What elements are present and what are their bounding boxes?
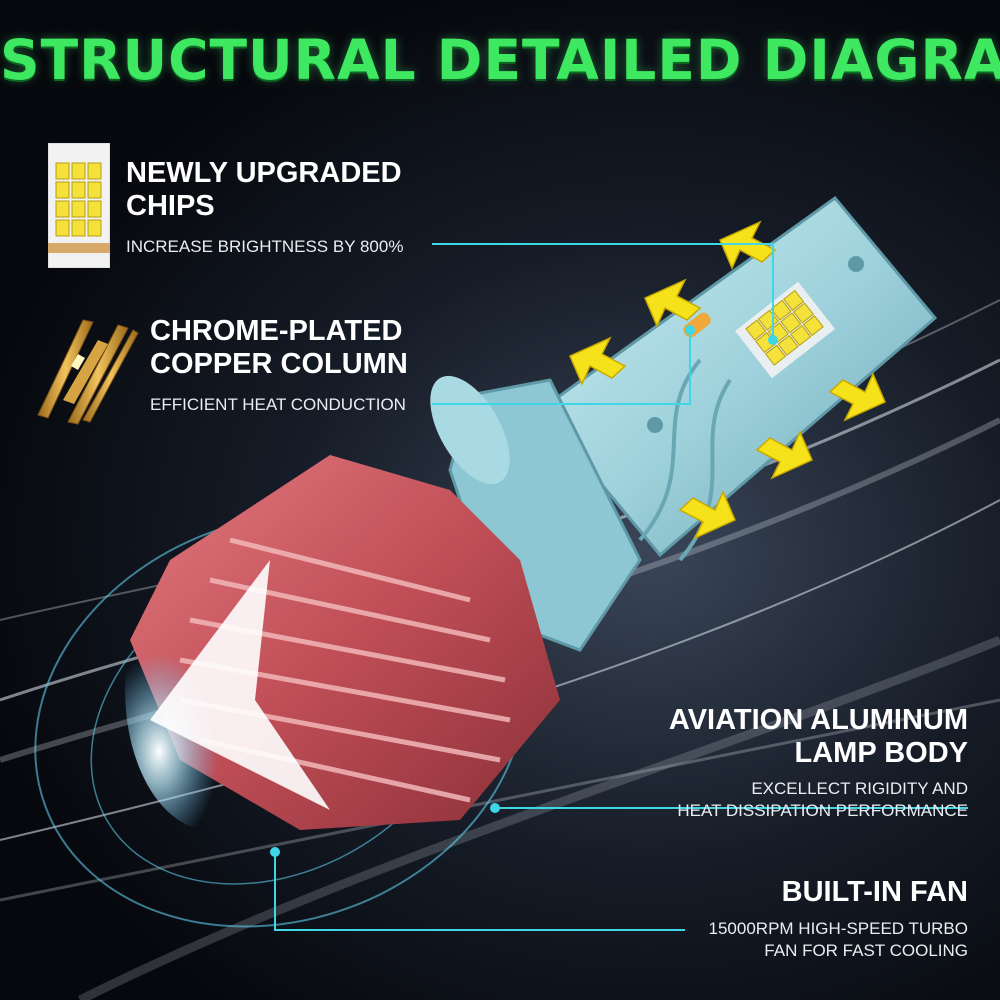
heading-line: NEWLY UPGRADED — [126, 157, 402, 189]
page-title: STRUCTURAL DETAILED DIAGRAM — [0, 28, 1000, 92]
copper-column-icon — [37, 319, 139, 425]
desc-line: EXCELLECT RIGIDITY AND — [751, 779, 968, 798]
feature-body-heading: AVIATION ALUMINUM LAMP BODY — [608, 704, 968, 770]
heading-line: CHIPS — [126, 190, 215, 222]
heading-line: COPPER COLUMN — [150, 348, 408, 380]
feature-body-desc: EXCELLECT RIGIDITY AND HEAT DISSIPATION … — [608, 778, 968, 822]
heading-line: CHROME-PLATED — [150, 315, 403, 347]
feature-copper-desc: EFFICIENT HEAT CONDUCTION — [150, 395, 406, 414]
callout-lines — [274, 243, 968, 931]
red-heatsink — [125, 455, 560, 830]
callout-dots — [270, 325, 778, 857]
led-chip-icon — [48, 143, 110, 268]
desc-line: HEAT DISSIPATION PERFORMANCE — [677, 801, 968, 820]
feature-fan-desc: 15000RPM HIGH-SPEED TURBO FAN FOR FAST C… — [608, 918, 968, 962]
heading-line: AVIATION ALUMINUM — [668, 704, 968, 736]
feature-fan-heading: BUILT-IN FAN — [608, 876, 968, 909]
desc-line: 15000RPM HIGH-SPEED TURBO — [708, 919, 968, 938]
feature-chips-heading: NEWLY UPGRADED CHIPS — [126, 157, 402, 223]
heading-line: BUILT-IN FAN — [781, 876, 968, 908]
feature-chips-desc: INCREASE BRIGHTNESS BY 800% — [126, 237, 404, 256]
feature-copper-heading: CHROME-PLATED COPPER COLUMN — [150, 315, 408, 381]
heading-line: LAMP BODY — [794, 737, 968, 769]
airflow-arrows — [569, 220, 886, 540]
desc-line: FAN FOR FAST COOLING — [764, 941, 968, 960]
